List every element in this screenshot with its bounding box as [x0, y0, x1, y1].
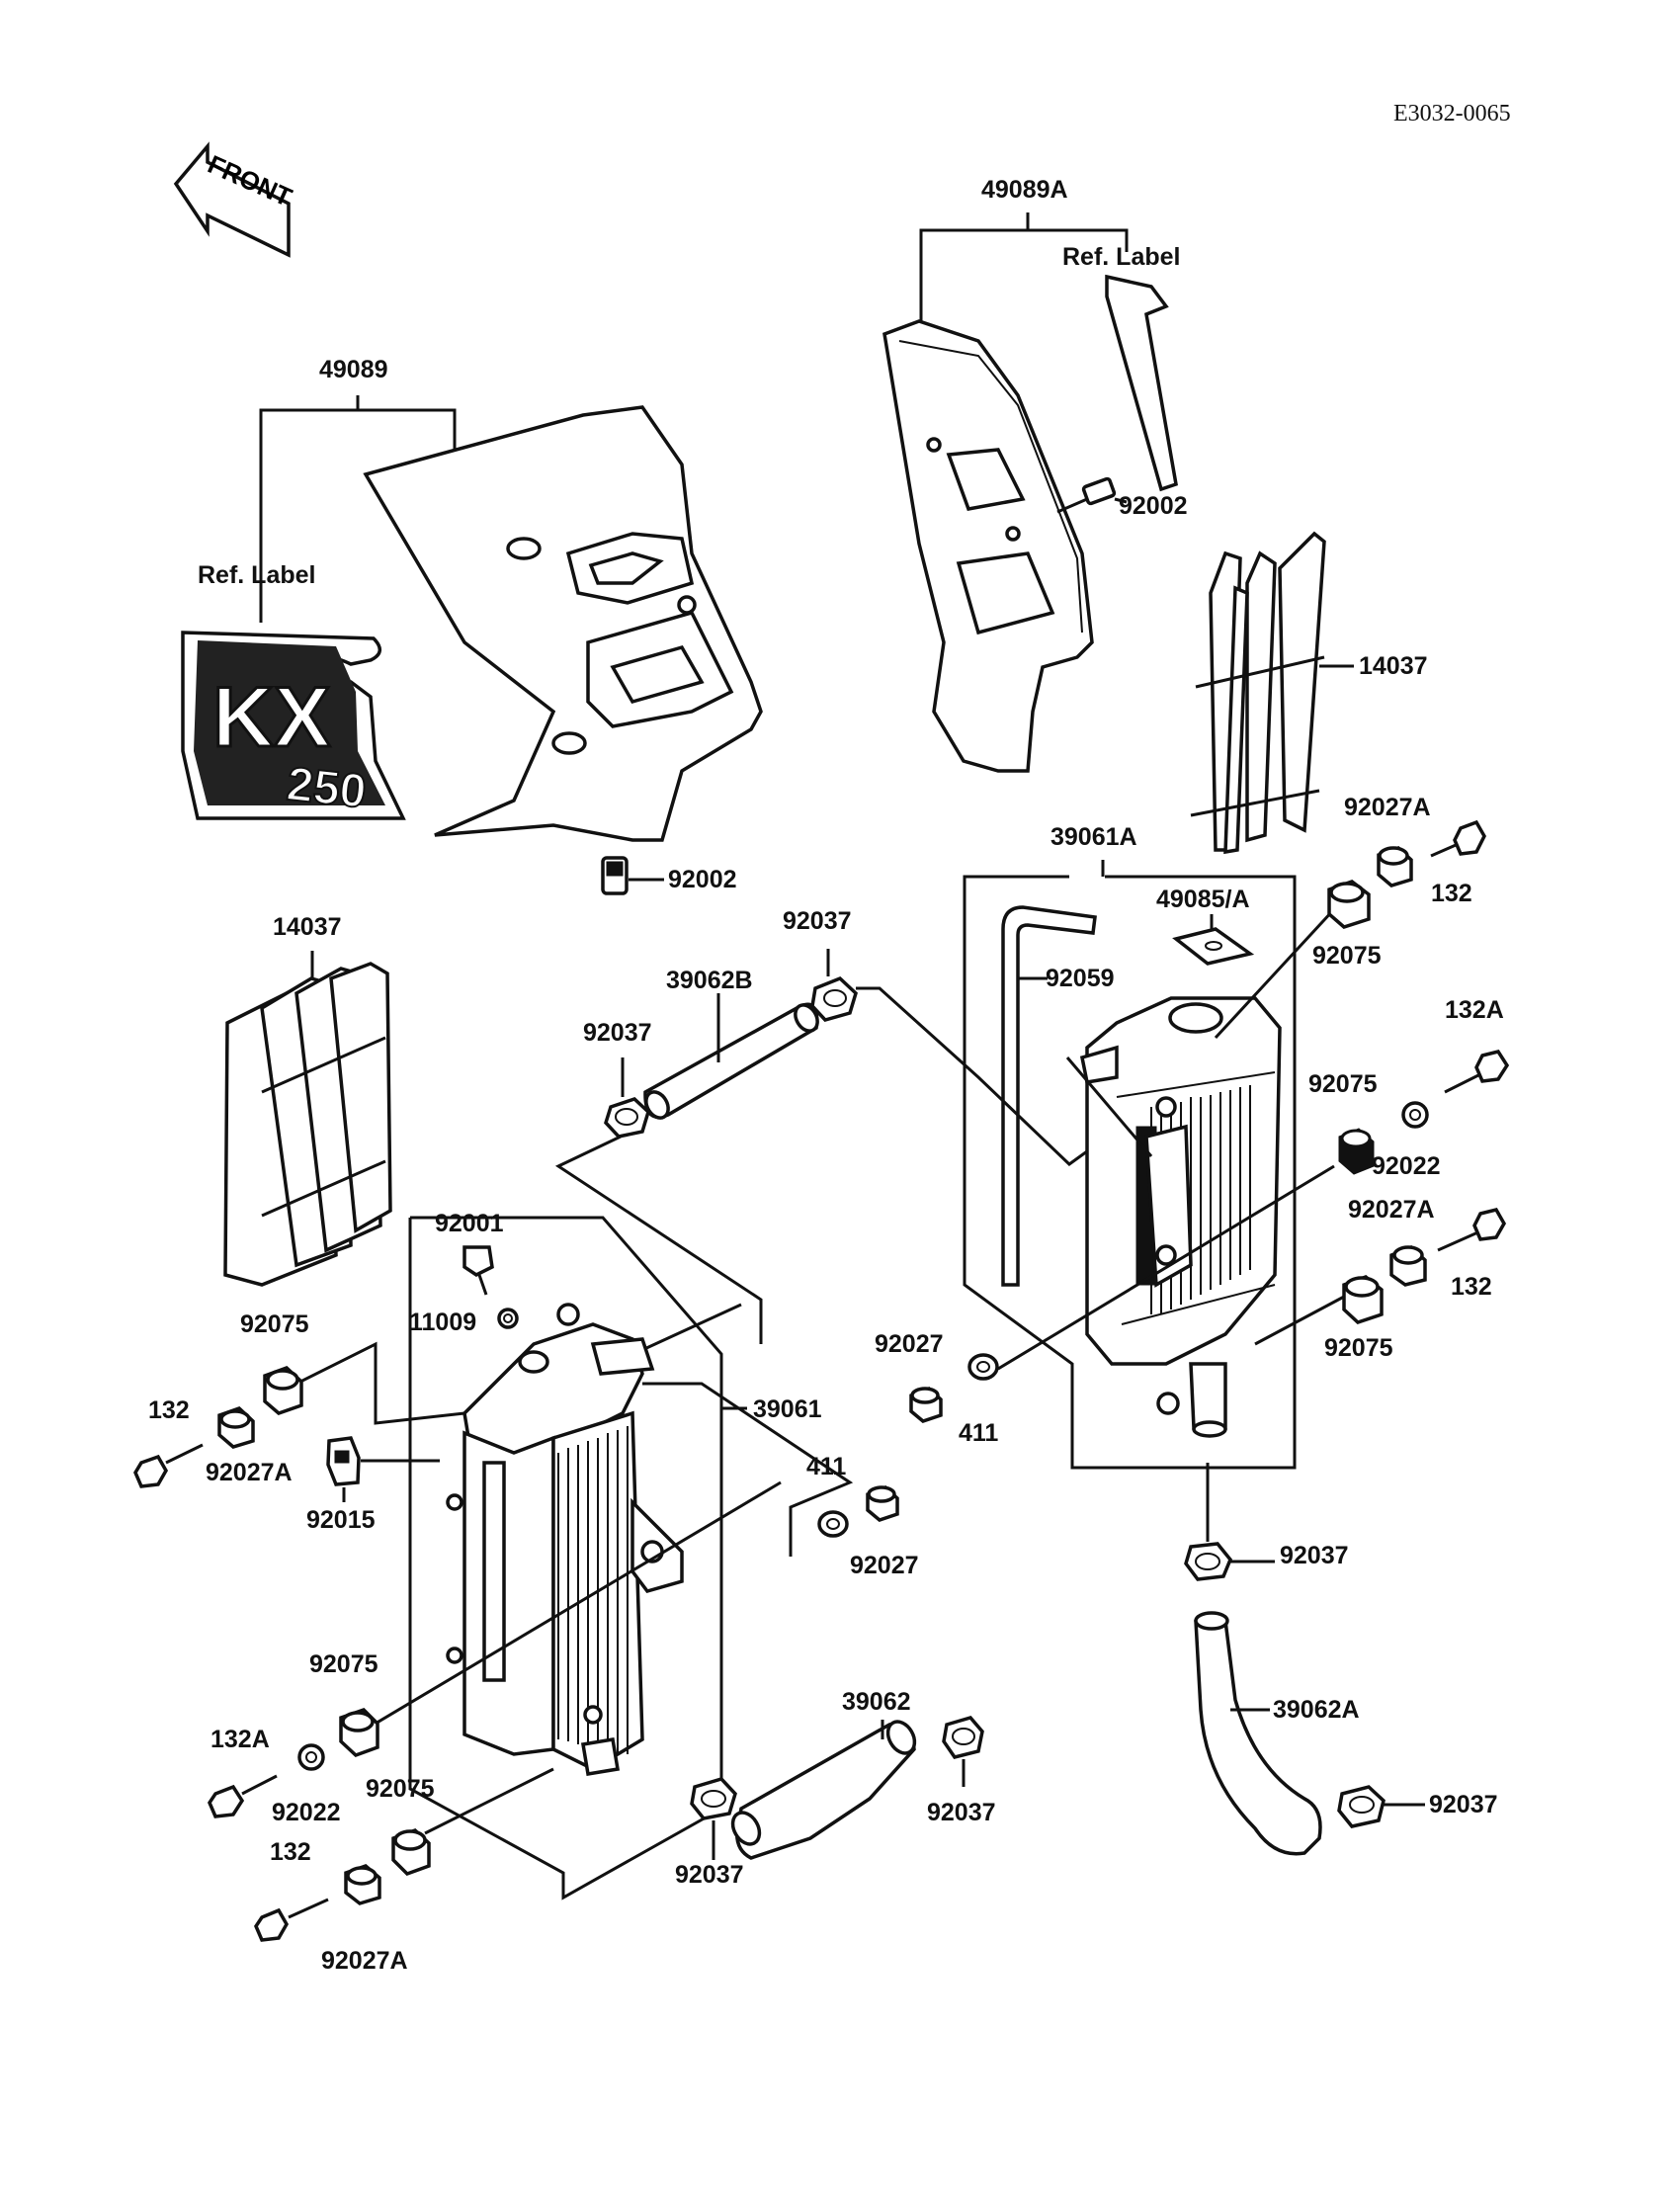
label-ref-label-right: Ref. Label [1062, 243, 1180, 271]
logo-kx: KX [212, 670, 330, 765]
label-39062A: 39062A [1273, 1696, 1360, 1724]
diagram-code: E3032-0065 [1393, 101, 1511, 127]
label-92059: 92059 [1046, 965, 1115, 992]
left-radiator-39061 [295, 1216, 854, 1901]
label-39062B: 39062B [666, 967, 753, 994]
right-radiator-39061A [963, 860, 1345, 1542]
label-92015: 92015 [306, 1506, 376, 1534]
label-92075-right-3: 92075 [1324, 1334, 1393, 1362]
label-39062: 39062 [842, 1688, 911, 1716]
label-132-right-2: 132 [1451, 1273, 1492, 1301]
label-132-left-2: 132 [270, 1838, 311, 1866]
label-49085A: 49085/A [1156, 886, 1250, 913]
right-shroud-49089A [882, 212, 1178, 773]
label-92027A-left-1: 92027A [206, 1459, 293, 1486]
label-92037-mid: 92037 [583, 1019, 652, 1047]
label-92001: 92001 [435, 1210, 504, 1237]
label-132A-left: 132A [210, 1726, 270, 1753]
label-132-right-1: 132 [1431, 880, 1472, 907]
left-grille-14037 [223, 951, 392, 1287]
label-92022-right: 92022 [1372, 1152, 1441, 1180]
logo-250: 250 [285, 758, 369, 818]
label-39061A: 39061A [1050, 823, 1137, 851]
right-grille-14037 [1190, 531, 1354, 855]
left-hardware [133, 1365, 984, 1942]
label-92037-bottom-1: 92037 [675, 1861, 744, 1889]
label-92027A-left-2: 92027A [321, 1947, 408, 1975]
label-92002-right: 92002 [1119, 492, 1188, 520]
label-49089: 49089 [319, 356, 388, 383]
label-14037-right: 14037 [1359, 652, 1428, 680]
label-14037-left: 14037 [273, 913, 342, 941]
right-hardware [909, 819, 1510, 1856]
label-92075-left-2: 92075 [309, 1650, 378, 1678]
label-49089A: 49089A [981, 176, 1068, 204]
label-92027A-right-2: 92027A [1348, 1196, 1435, 1224]
label-411-left: 411 [806, 1453, 846, 1480]
left-shroud-49089: KX 250 [181, 395, 763, 895]
label-92075-right-1: 92075 [1312, 942, 1382, 970]
label-92037-top: 92037 [783, 907, 852, 935]
label-11009: 11009 [409, 1309, 476, 1336]
label-411-right: 411 [959, 1419, 998, 1447]
front-arrow-icon: FRONT [173, 141, 296, 258]
center-hose-39062B [554, 949, 1088, 1344]
label-92037-right: 92037 [1280, 1542, 1349, 1569]
label-92027-left: 92027 [850, 1552, 919, 1579]
label-92027-right: 92027 [875, 1330, 944, 1358]
label-92075-left-1: 92075 [240, 1310, 309, 1338]
label-39061: 39061 [753, 1395, 822, 1423]
label-132-left-1: 132 [148, 1396, 190, 1424]
label-132A-right: 132A [1445, 996, 1504, 1024]
label-92027A-right-1: 92027A [1344, 794, 1431, 821]
label-92037-bottom-2: 92037 [927, 1799, 996, 1826]
label-92075-right-2: 92075 [1308, 1070, 1378, 1098]
label-ref-label-left: Ref. Label [198, 561, 315, 589]
label-92037-far-right: 92037 [1429, 1791, 1498, 1818]
label-92022-left: 92022 [272, 1799, 341, 1826]
label-92075-left-3: 92075 [366, 1775, 435, 1803]
label-92002-left: 92002 [668, 866, 737, 893]
